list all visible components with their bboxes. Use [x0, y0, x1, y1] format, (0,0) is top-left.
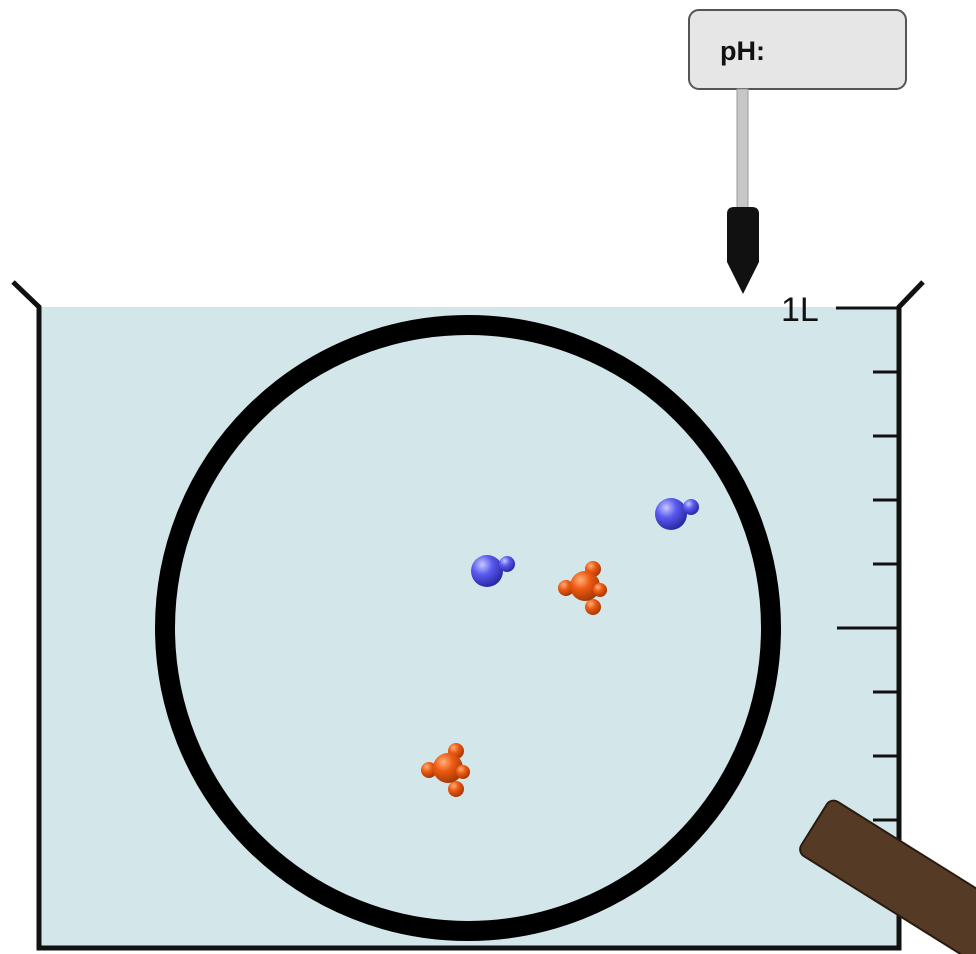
magnifier-ring[interactable] — [155, 315, 781, 941]
ph-meter[interactable]: pH: — [688, 9, 907, 294]
volume-label: 1L — [781, 291, 819, 329]
blue-molecule — [655, 498, 699, 530]
volume-ticks — [837, 370, 899, 886]
orange-molecule — [558, 561, 607, 615]
beaker-outline — [11, 280, 925, 951]
ph-meter-display — [688, 9, 907, 90]
orange-molecule — [421, 743, 470, 797]
ph-label: pH: — [720, 36, 765, 66]
ph-probe-tip — [727, 207, 759, 294]
magnifier-lens — [165, 325, 771, 931]
blue-molecule — [471, 555, 515, 587]
magnifier-handle[interactable] — [797, 798, 976, 954]
ph-probe-cable — [736, 88, 749, 214]
